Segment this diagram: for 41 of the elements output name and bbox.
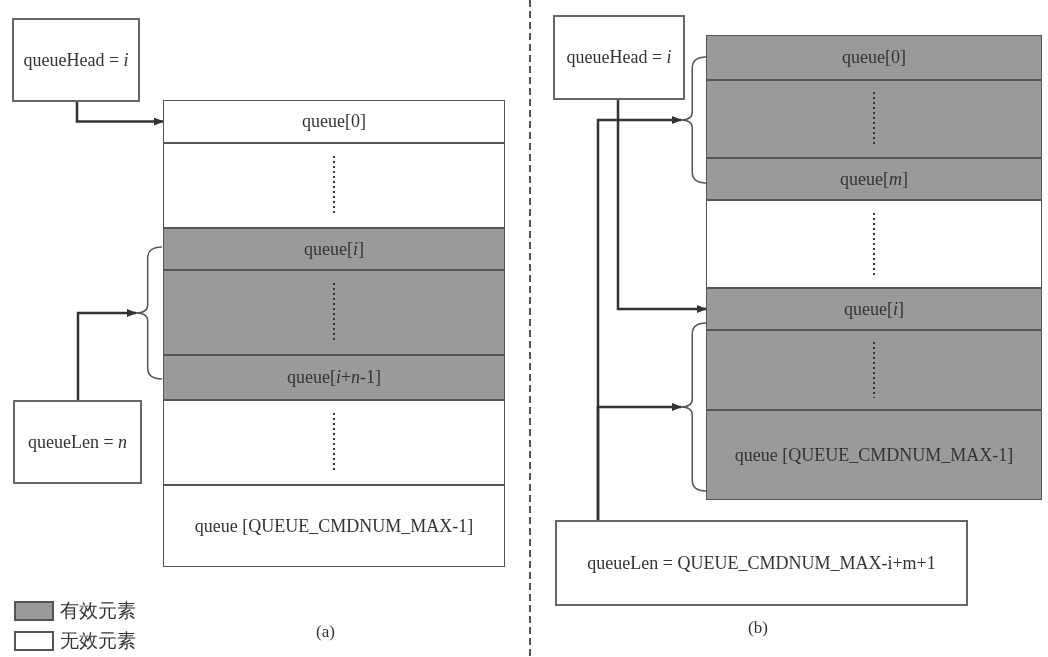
arrow — [616, 100, 707, 313]
variable-label: queueLen = QUEUE_CMDNUM_MAX-i+m+1 — [587, 551, 936, 575]
arrow — [76, 309, 137, 400]
array-cell — [163, 270, 505, 355]
curly-brace — [136, 246, 162, 380]
variable-box — [13, 400, 142, 484]
variable-label: queueHead = i — [23, 48, 129, 72]
panel-caption: (b) — [748, 618, 768, 638]
array-cell — [706, 200, 1042, 288]
variable-box — [12, 18, 140, 102]
array-cell — [706, 158, 1042, 200]
array-cell — [706, 288, 1042, 330]
variable-label: queueLen = n — [27, 430, 128, 454]
array-cell — [163, 400, 505, 485]
cell-label: queue[m] — [840, 167, 908, 191]
arrow — [75, 102, 164, 126]
cell-label: queue [QUEUE_CMDNUM_MAX-1] — [734, 443, 1014, 467]
variable-label: queueHead = i — [566, 46, 672, 70]
array-cell — [163, 143, 505, 228]
array-cell — [163, 100, 505, 143]
variable-box — [553, 15, 685, 100]
cell-label: queue[i] — [844, 297, 904, 321]
curly-brace — [681, 56, 706, 184]
array-cell — [706, 410, 1042, 500]
panel-caption: (a) — [316, 622, 335, 642]
array-cell — [163, 228, 505, 270]
array-cell — [163, 485, 505, 567]
legend-label: 有效元素 — [60, 599, 136, 623]
cell-label: queue [QUEUE_CMDNUM_MAX-1] — [194, 514, 474, 538]
cell-label: queue[0] — [302, 110, 366, 134]
array-cell — [706, 330, 1042, 410]
arrow — [596, 403, 682, 520]
cell-label: queue[i+n-1] — [286, 366, 382, 390]
array-cell — [706, 80, 1042, 158]
curly-brace — [681, 322, 706, 492]
cell-label: queue[0] — [842, 46, 906, 70]
array-cell — [163, 355, 505, 400]
legend-label: 无效元素 — [60, 629, 136, 653]
variable-box — [555, 520, 968, 606]
array-cell — [706, 35, 1042, 80]
cell-label: queue[i] — [304, 237, 364, 261]
